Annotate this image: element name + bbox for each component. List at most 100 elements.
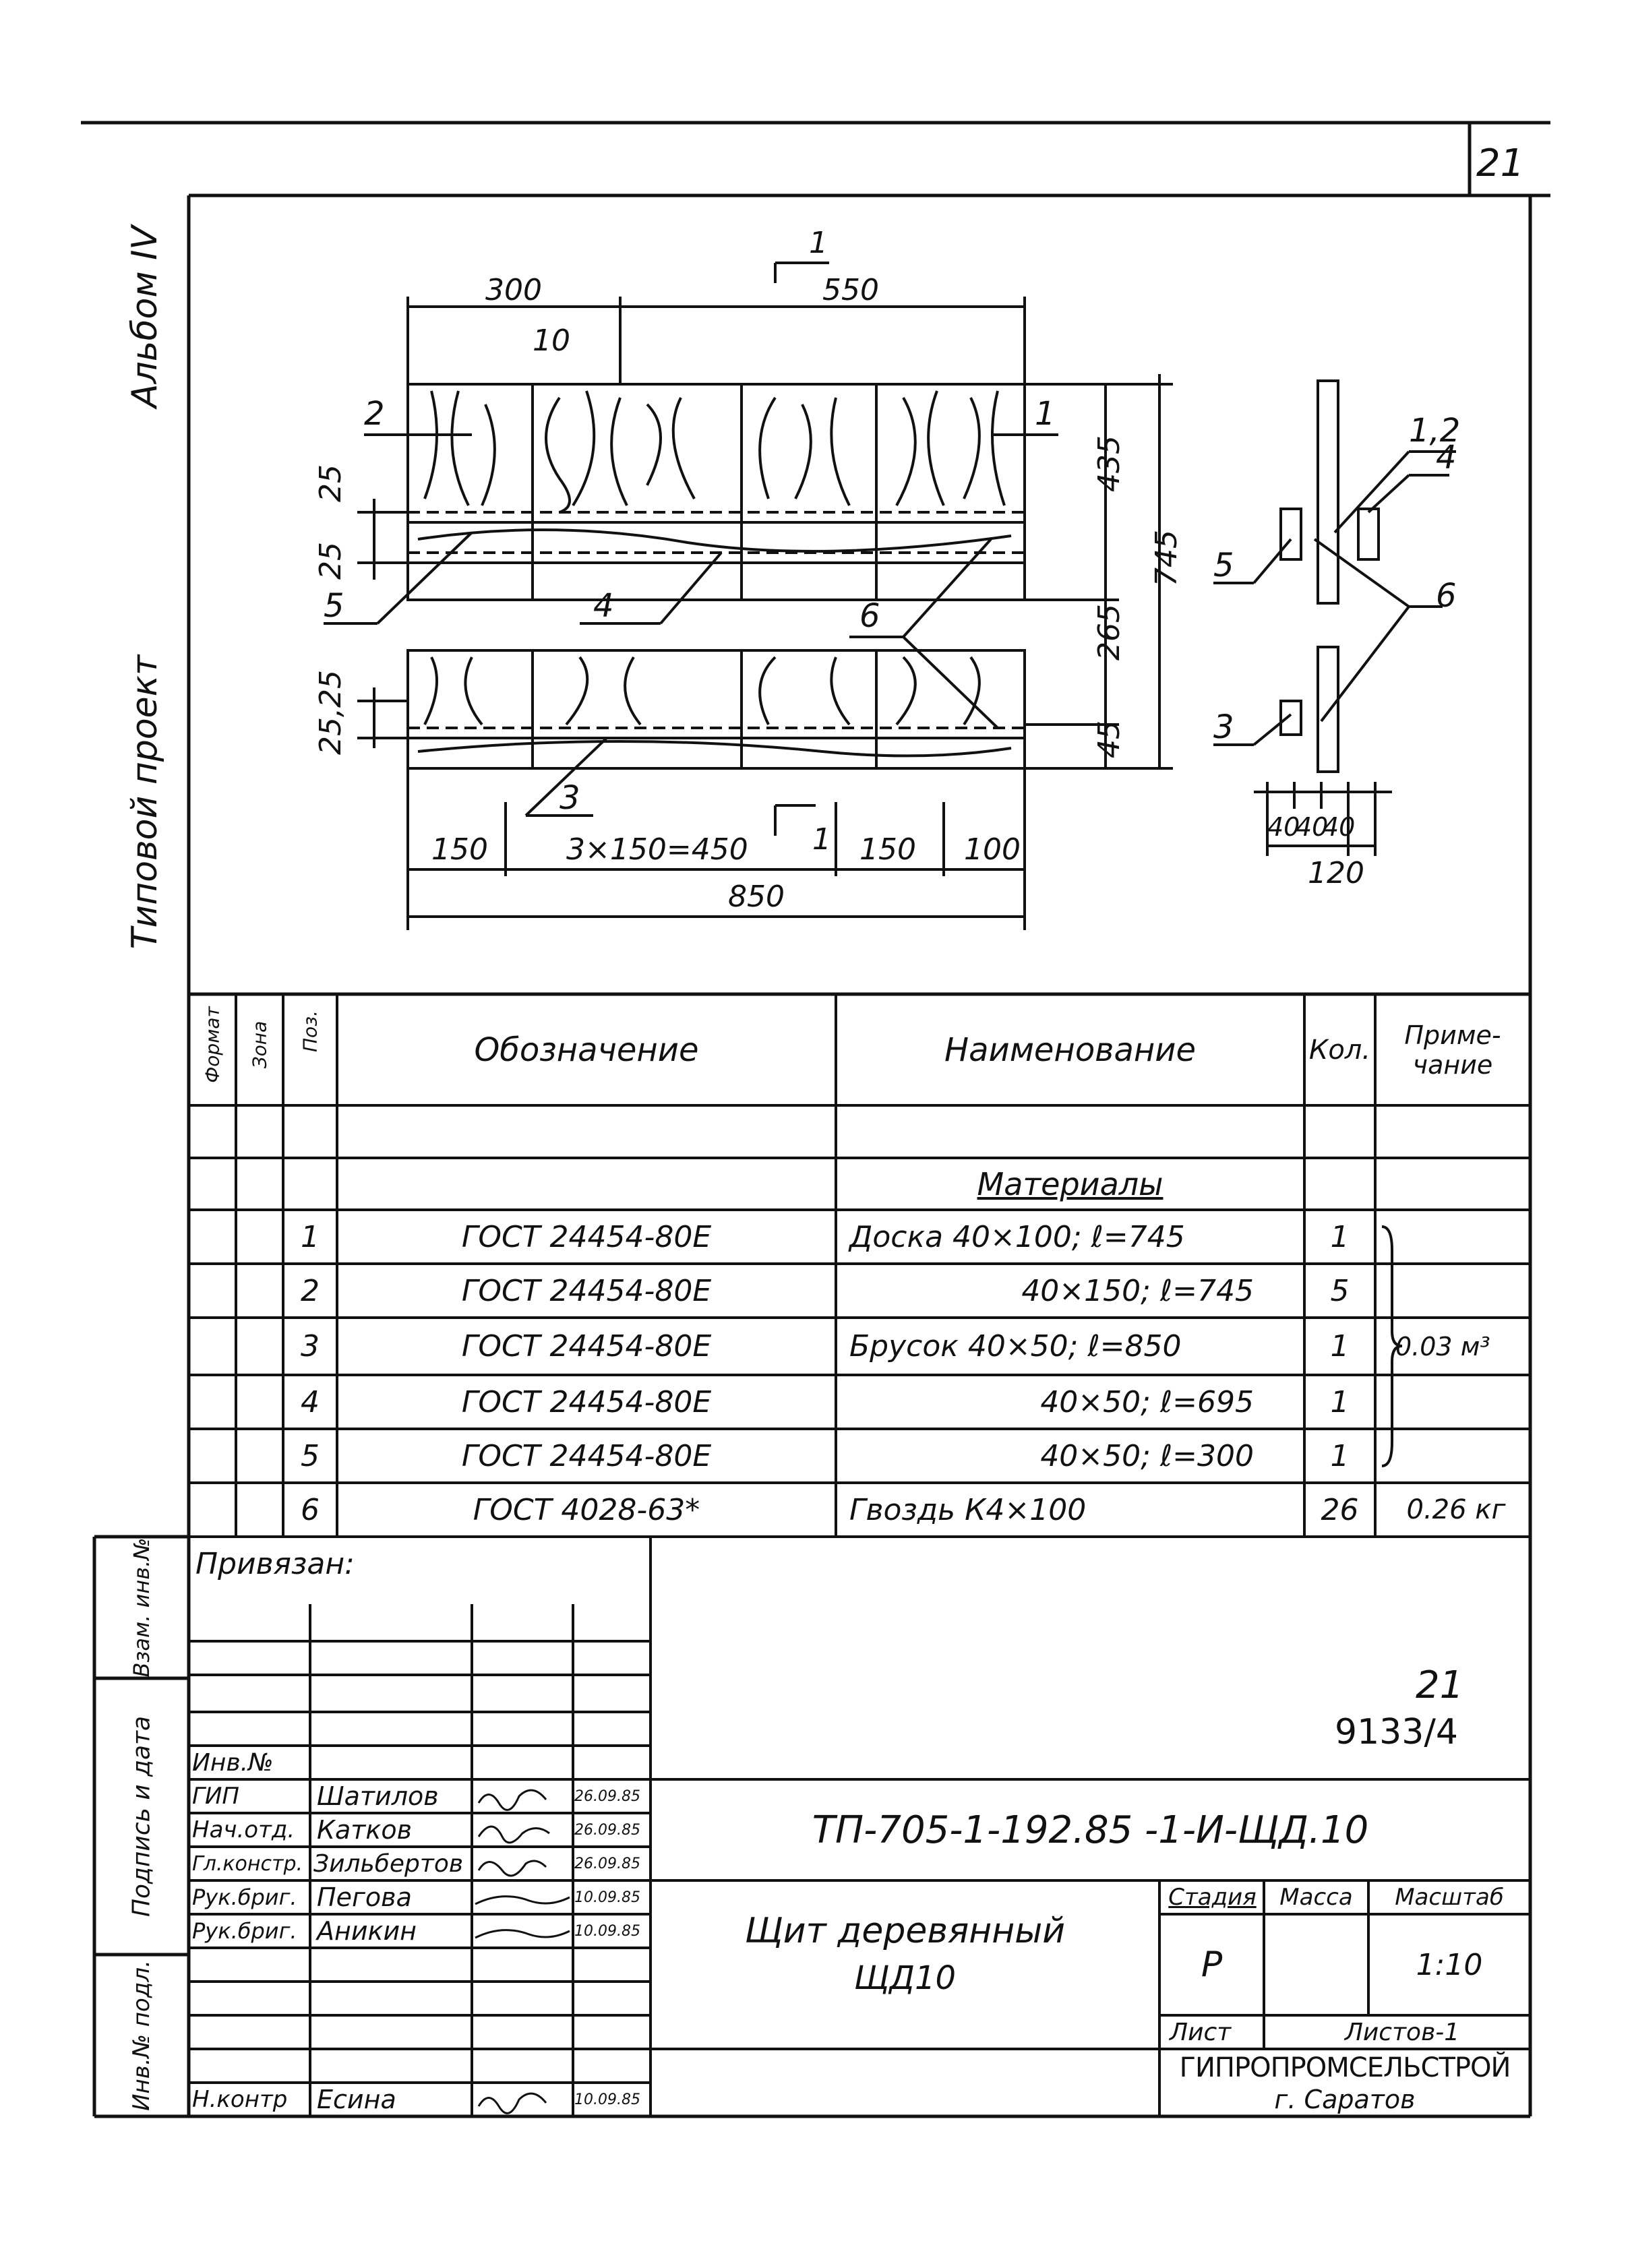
side-label-album: Альбом IV: [125, 225, 165, 408]
section-callout-3: 3: [1213, 708, 1234, 746]
row-pos: 4: [301, 1384, 320, 1419]
name-ruk-brig-1: Пегова: [317, 1882, 412, 1912]
dim-435: 435: [1092, 435, 1126, 492]
section-mark-bottom: 1: [812, 822, 831, 857]
dim-100: 100: [964, 832, 1021, 867]
row-note: 0.03 м³: [1395, 1331, 1490, 1361]
section-title-materials: Материалы: [977, 1165, 1163, 1202]
strip-podpis-data: Подпись и дата: [127, 1715, 156, 1918]
stage-value: Р: [1201, 1944, 1223, 1985]
dim-3x150: 3×150=450: [566, 832, 748, 867]
header-zone: Зона: [248, 1020, 271, 1069]
dim-25-b: 25: [313, 542, 348, 580]
scale-label: Масштаб: [1395, 1884, 1504, 1911]
mass-label: Масса: [1279, 1884, 1353, 1911]
dim-265: 265: [1092, 604, 1126, 661]
row-pos: 3: [301, 1329, 320, 1363]
sheet-number: 21: [1476, 142, 1525, 185]
dim-45: 45: [1092, 721, 1126, 758]
row-qty: 5: [1330, 1273, 1350, 1308]
role-ruk-brig-2: Рук.бриг.: [192, 1918, 297, 1944]
row-designation: ГОСТ 24454-80Е: [461, 1384, 712, 1419]
sheet-label: Лист: [1170, 2018, 1232, 2046]
date-n-kontr: 10.09.85: [574, 2091, 640, 2108]
role-nach-otd: Нач.отд.: [192, 1816, 295, 1843]
dim-120: 120: [1308, 856, 1364, 890]
item-name-line-2: ЩД10: [853, 1959, 957, 1997]
row-designation: ГОСТ 24454-80Е: [461, 1438, 712, 1473]
row-qty: 26: [1321, 1492, 1359, 1527]
privyazan-label: Привязан:: [195, 1546, 355, 1581]
stage-label: Стадия: [1168, 1884, 1257, 1911]
row-qty: 1: [1330, 1384, 1350, 1419]
name-ruk-brig-2: Аникин: [317, 1916, 417, 1946]
row-pos: 6: [301, 1492, 320, 1527]
dim-40-b: 40: [1296, 812, 1328, 842]
header-format: Формат: [201, 1006, 224, 1083]
section-callout-6: 6: [1436, 577, 1457, 615]
dim-10: 10: [533, 324, 570, 358]
document-code: ТП-705-1-192.85 -1-И-ЩД.10: [812, 1808, 1369, 1852]
role-ruk-brig-1: Рук.бриг.: [192, 1884, 297, 1910]
section-callout-4: 4: [1436, 439, 1457, 477]
callout-1: 1: [1035, 395, 1056, 433]
date-gip: 26.09.85: [574, 1787, 640, 1805]
callout-5: 5: [324, 587, 344, 625]
row-note: 0.26 кг: [1406, 1494, 1506, 1525]
role-gip: ГИП: [192, 1783, 239, 1810]
callout-3: 3: [560, 779, 580, 817]
callout-2: 2: [364, 395, 385, 433]
dim-150-a: 150: [431, 832, 488, 867]
row-name: 40×50; ℓ=300: [1040, 1438, 1254, 1473]
organization-city: г. Саратов: [1274, 2085, 1416, 2114]
section-mark-top: 1: [809, 226, 828, 260]
dim-745: 745: [1149, 530, 1184, 586]
dim-40-a: 40: [1267, 812, 1300, 842]
row-designation: ГОСТ 24454-80Е: [461, 1219, 712, 1254]
item-name-line-1: Щит деревянный: [744, 1911, 1066, 1951]
name-gl-konstr: Зильбертов: [313, 1849, 464, 1878]
signature-scribbles: [475, 1789, 570, 2114]
callout-6: 6: [859, 597, 880, 635]
volume-brace: [1381, 1225, 1403, 1467]
organization-name: ГИПРОПРОМСЕЛЬСТРОЙ: [1179, 2052, 1511, 2083]
dim-550: 550: [822, 273, 879, 307]
row-name: Брусок 40×50; ℓ=850: [849, 1329, 1182, 1363]
section-callout-5: 5: [1213, 547, 1234, 584]
date-ruk-brig-1: 10.09.85: [574, 1889, 640, 1906]
dim-25-a: 25: [313, 464, 348, 502]
section-callout-1-2: 1,2: [1409, 412, 1460, 450]
row-pos: 5: [301, 1438, 320, 1473]
strip-inv-podl: Инв.№ подл.: [128, 1960, 155, 2111]
side-label-project: Типовой проект: [125, 654, 165, 950]
name-n-kontr: Есина: [317, 2085, 396, 2114]
dim-25-25: 25,25: [313, 670, 348, 755]
sheet-ref-bottom: 9133/4: [1335, 1712, 1458, 1752]
sheets-count: Листов-1: [1344, 2018, 1460, 2046]
dim-300: 300: [485, 273, 542, 307]
row-name: Гвоздь К4×100: [849, 1492, 1087, 1527]
inv-no-label: Инв.№: [192, 1748, 274, 1777]
row-qty: 1: [1330, 1438, 1350, 1473]
header-qty: Кол.: [1308, 1034, 1371, 1066]
row-designation: ГОСТ 24454-80Е: [461, 1329, 712, 1363]
name-nach-otd: Катков: [317, 1815, 412, 1845]
row-designation: ГОСТ 4028-63*: [473, 1492, 700, 1527]
row-pos: 1: [301, 1219, 320, 1254]
header-note: Приме- чание: [1404, 1020, 1501, 1080]
dim-150-b: 150: [859, 832, 916, 867]
header-designation: Обозначение: [474, 1031, 699, 1069]
row-designation: ГОСТ 24454-80Е: [461, 1273, 712, 1308]
role-n-kontr: Н.контр: [192, 2086, 288, 2113]
row-name: Доска 40×100; ℓ=745: [849, 1219, 1185, 1254]
scale-value: 1:10: [1416, 1947, 1483, 1982]
header-pos: Поз.: [299, 1010, 322, 1052]
header-name: Наименование: [944, 1031, 1196, 1069]
date-ruk-brig-2: 10.09.85: [574, 1922, 640, 1940]
row-pos: 2: [301, 1273, 320, 1308]
name-gip: Шатилов: [317, 1781, 439, 1811]
row-name: 40×50; ℓ=695: [1040, 1384, 1254, 1419]
role-gl-konstr: Гл.констр.: [192, 1851, 303, 1876]
row-qty: 1: [1330, 1219, 1350, 1254]
